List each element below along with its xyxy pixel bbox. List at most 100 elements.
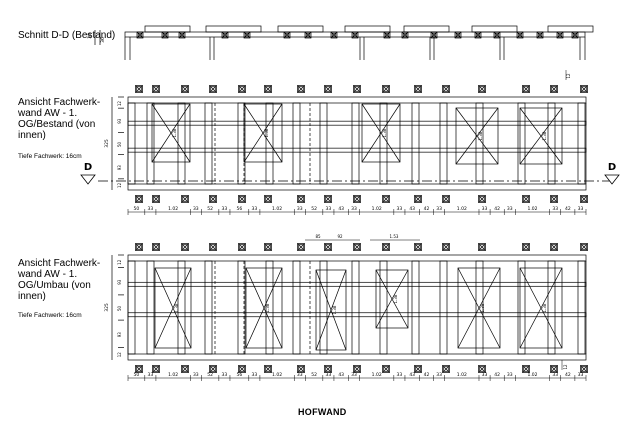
beam-end-inner — [551, 244, 557, 250]
beam-end-box — [181, 365, 189, 373]
window-frame — [151, 103, 191, 163]
beam-end-inner — [479, 366, 485, 372]
window-cross — [154, 267, 192, 349]
window-height-label: 1.38 — [265, 303, 270, 312]
beam-end-box — [264, 85, 272, 93]
beam-end-box — [152, 365, 160, 373]
timber-post — [475, 260, 484, 355]
beam-end-symbol — [550, 85, 558, 93]
section-rafter-block — [277, 25, 324, 33]
beam-end-symbol — [414, 365, 422, 373]
dimension-label: 33 — [148, 206, 154, 212]
beam-end-symbol — [571, 31, 579, 39]
beam-end-box — [351, 31, 359, 39]
beam-end-inner — [581, 86, 587, 92]
beam-end-symbol — [454, 31, 462, 39]
beam-end-box — [209, 243, 217, 251]
window-height-label: 1.38 — [542, 303, 547, 312]
timber-post — [265, 260, 274, 355]
dimension-label: 33 — [552, 372, 558, 378]
elevation-existing-title: Ansicht Fachwerk- wand AW - 1. OG/Bestan… — [18, 97, 101, 141]
height-dim-label: 50 — [117, 306, 122, 312]
timber-rail — [127, 120, 587, 126]
beam-end-symbol — [152, 243, 160, 251]
window-cross — [519, 267, 563, 349]
beam-end-symbol — [243, 31, 251, 39]
section-marker-label: D — [84, 162, 92, 173]
beam-end-symbol — [442, 195, 450, 203]
beam-end-box — [238, 85, 246, 93]
timber-post — [292, 260, 301, 355]
beam-end-inner — [431, 32, 437, 38]
section-top-beam — [124, 31, 586, 38]
beam-end-inner — [182, 196, 188, 202]
dimension-label: 33 — [351, 372, 357, 378]
beam-end-box — [324, 243, 332, 251]
beam-end-symbol — [550, 195, 558, 203]
timber-post — [127, 260, 136, 355]
beam-end-inner — [517, 32, 523, 38]
beam-end-inner — [415, 86, 421, 92]
timber-post — [577, 102, 586, 185]
beam-end-box — [297, 195, 305, 203]
beam-end-inner — [239, 86, 245, 92]
timber-post — [146, 102, 155, 185]
beam-end-symbol — [522, 195, 530, 203]
beam-end-inner — [153, 86, 159, 92]
section-marker-label: D — [608, 162, 616, 173]
dimension-label: 33 — [326, 206, 332, 212]
timber-post — [379, 260, 388, 355]
beam-end-box — [152, 195, 160, 203]
window-opening: 1.38 — [519, 107, 563, 165]
beam-end-box — [297, 365, 305, 373]
beam-end-symbol — [522, 365, 530, 373]
timber-post — [439, 102, 448, 185]
beam-end-symbol — [550, 365, 558, 373]
dimension-label: 33 — [578, 206, 584, 212]
beam-end-inner — [137, 32, 143, 38]
dimension-label: 33 — [193, 206, 199, 212]
timber-post — [411, 260, 420, 355]
beam-end-symbol — [478, 195, 486, 203]
beam-end-symbol — [161, 31, 169, 39]
timber-post — [319, 260, 328, 355]
dimension-label: 43 — [338, 206, 344, 212]
beam-end-inner — [239, 366, 245, 372]
beam-end-symbol — [178, 31, 186, 39]
window-cross — [455, 107, 499, 165]
dimension-label: 1.02 — [272, 206, 282, 212]
beam-end-inner — [551, 86, 557, 92]
dimension-label: 1.02 — [527, 372, 537, 378]
section-title: Schnitt D-D (Bestand) — [18, 30, 116, 41]
beam-end-inner — [581, 366, 587, 372]
beam-end-inner — [383, 366, 389, 372]
beam-end-box — [304, 31, 312, 39]
beam-end-box — [238, 243, 246, 251]
section-rafter-block — [547, 25, 594, 33]
beam-end-symbol — [442, 85, 450, 93]
dimension-label: 42 — [494, 372, 500, 378]
beam-end-inner — [383, 244, 389, 250]
window-frame — [375, 269, 409, 329]
dimension-label: 42 — [424, 206, 430, 212]
beam-end-symbol — [238, 85, 246, 93]
beam-end-inner — [551, 366, 557, 372]
window-height-label: 1.38 — [172, 128, 177, 137]
beam-end-symbol — [383, 31, 391, 39]
timber-post — [379, 102, 388, 185]
beam-end-inner — [383, 196, 389, 202]
timber-post — [319, 102, 328, 185]
beam-end-inner — [136, 86, 142, 92]
beam-end-symbol — [580, 195, 588, 203]
timber-post — [177, 102, 186, 185]
beam-end-box — [442, 365, 450, 373]
window-opening: 1.38 — [361, 103, 401, 163]
beam-end-inner — [182, 244, 188, 250]
beam-end-symbol — [324, 195, 332, 203]
window-opening: 1.38 — [519, 267, 563, 349]
beam-end-symbol — [522, 85, 530, 93]
height-dim-label: 93 — [117, 279, 122, 285]
beam-end-inner — [265, 244, 271, 250]
dimension-label: 33 — [482, 206, 488, 212]
sill-plate — [127, 183, 587, 191]
